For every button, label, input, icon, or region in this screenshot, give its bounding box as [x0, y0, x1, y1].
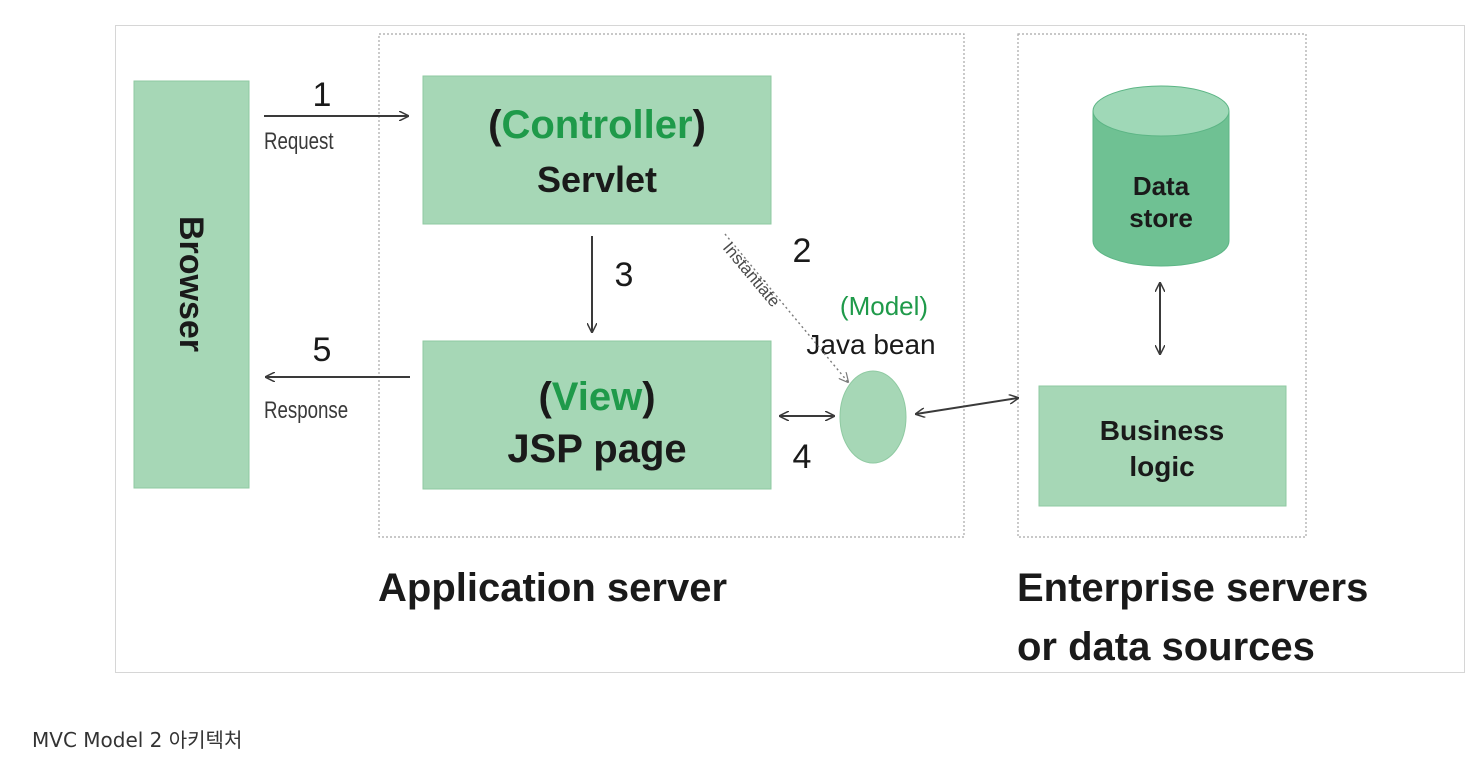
instantiate-label: Instantiate	[719, 238, 784, 310]
model-role-line: (Model)	[840, 291, 928, 321]
view-role: View	[552, 375, 643, 419]
data-store-cylinder: Data store	[1092, 85, 1230, 267]
model-role: Model	[849, 291, 920, 321]
diagram-figure: Browser (Controller) Servlet (View) JSP …	[115, 25, 1465, 673]
controller-role: Controller	[501, 103, 692, 147]
step-3-number: 3	[615, 256, 634, 294]
controller-role-line: (Controller)	[488, 103, 706, 147]
business-logic-line2: logic	[1129, 451, 1194, 482]
browser-box: Browser	[133, 80, 250, 489]
jsp-page-label: JSP page	[507, 427, 686, 471]
data-store-line1: Data	[1133, 171, 1190, 201]
servlet-label: Servlet	[537, 159, 657, 200]
request-label: Request	[264, 127, 334, 155]
enterprise-label-line1: Enterprise servers	[1017, 566, 1368, 610]
step-5-number: 5	[313, 331, 332, 369]
enterprise-label-line2: or data sources	[1017, 625, 1315, 669]
view-role-line: (View)	[538, 375, 655, 419]
data-store-line2: store	[1129, 203, 1193, 233]
browser-label: Browser	[172, 216, 210, 352]
mvc-diagram: Browser (Controller) Servlet (View) JSP …	[133, 33, 1368, 669]
business-logic-box: Business logic	[1038, 385, 1287, 507]
view-box: (View) JSP page	[422, 340, 772, 490]
step-2-number: 2	[793, 232, 812, 270]
java-bean-node	[839, 370, 907, 464]
step-1-number: 1	[313, 76, 332, 114]
application-server-label: Application server	[378, 566, 727, 610]
enterprise-container	[1017, 33, 1307, 538]
step-4-number: 4	[793, 438, 812, 476]
response-label: Response	[264, 396, 348, 424]
java-bean-label: Java bean	[806, 329, 935, 360]
figure-caption: MVC Model 2 아키텍처	[32, 728, 243, 752]
bean-business-arrow	[916, 398, 1018, 414]
instantiate-arrow	[724, 233, 848, 382]
business-logic-line1: Business	[1100, 415, 1225, 446]
controller-box: (Controller) Servlet	[422, 75, 772, 225]
application-server-container	[378, 33, 965, 538]
